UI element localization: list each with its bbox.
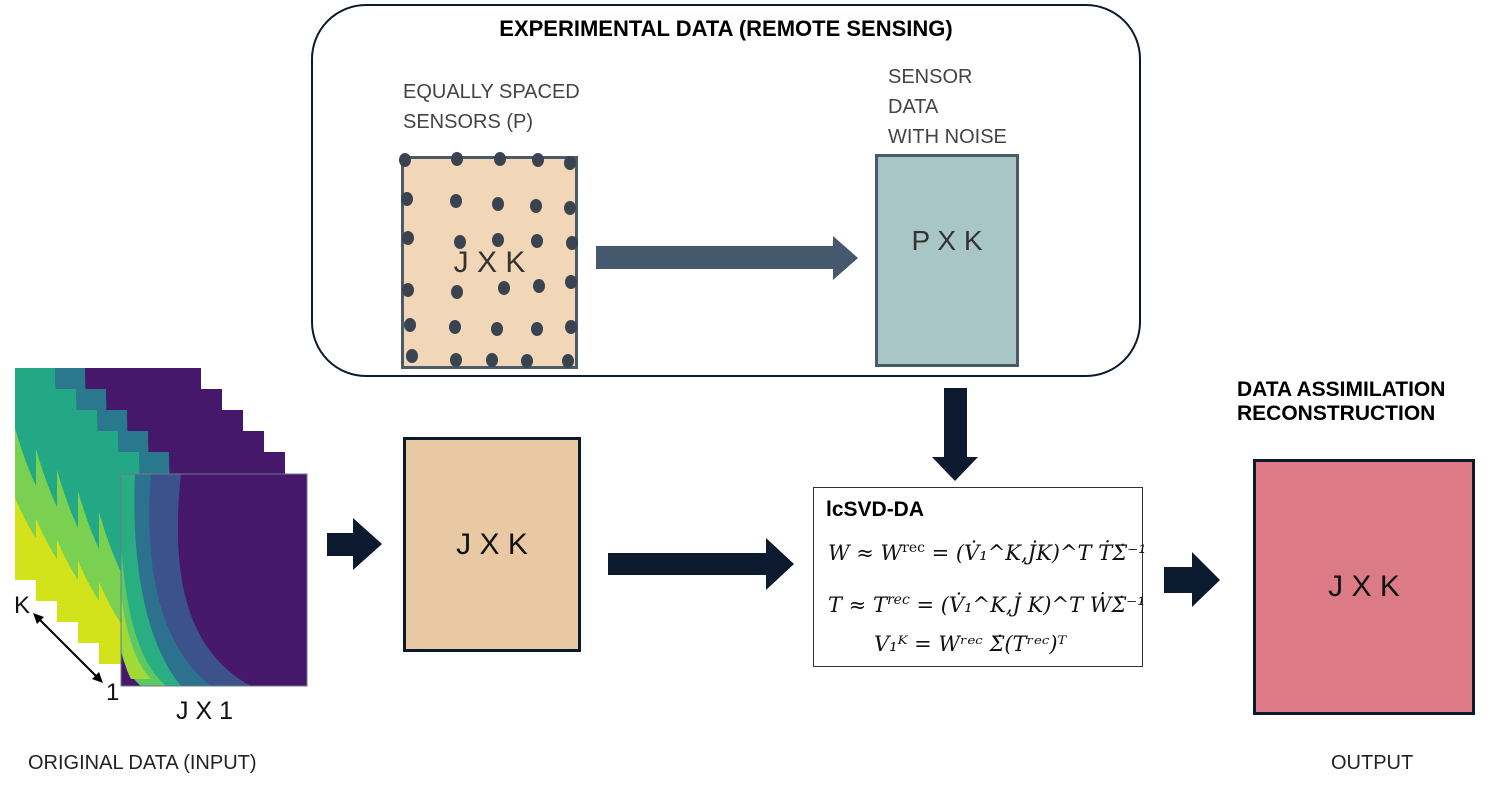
experimental-data-title: EXPERIMENTAL DATA (REMOTE SENSING) [499, 16, 953, 41]
sensor-matrix-label: J X K [453, 245, 526, 279]
sensor-dot [530, 199, 542, 213]
equation-t: T ≈ Trec = (V̇₁^K,J̇ K)^T ẆΣ̇⁻¹ [828, 592, 1146, 617]
sensor-dot [402, 283, 414, 297]
output-title-line2: RECONSTRUCTION [1237, 402, 1436, 425]
eq2-left: T ≈ T [828, 593, 887, 617]
one-label: 1 [106, 679, 120, 706]
sensor-dot [450, 353, 462, 367]
arrow-matrix-to-formula [608, 538, 794, 590]
sensor-dot [531, 322, 543, 336]
sensor-dot [533, 279, 545, 293]
eq1-sup: rec [902, 540, 925, 556]
sensors-label: EQUALLY SPACED SENSORS (P) [403, 77, 580, 137]
output-caption: OUTPUT [1331, 752, 1414, 774]
lcsvd-da-formula-box: lcSVD-DA W ≈ Wrec = (V̇₁^K,J̇K)^T ṪΣ̇⁻¹ … [813, 487, 1147, 667]
sensor-dot [532, 153, 544, 167]
noisy-sensor-matrix: P X K [875, 154, 1019, 367]
original-data-stack [15, 368, 308, 687]
sensor-dot [562, 354, 574, 368]
equation-v: V₁ᴷ = Wʳᵉᶜ Σ̇(Tʳᵉᶜ)ᵀ [874, 632, 1067, 656]
sensor-dot [451, 152, 463, 166]
sensor-dot [564, 201, 576, 215]
sensor-dot [450, 194, 462, 208]
sensor-dot [565, 320, 577, 334]
eq1-right: = (V̇₁^K,J̇K)^T ṪΣ̇⁻¹ [931, 541, 1147, 565]
arrow-formula-to-output [1164, 552, 1220, 607]
experimental-data-panel [311, 4, 1141, 377]
sensor-dot [402, 231, 414, 245]
noise-label-line1: SENSOR [888, 66, 973, 88]
sensor-dot [565, 275, 577, 289]
arrow-input-to-matrix [327, 518, 382, 570]
data-matrix-label: J X K [456, 527, 528, 561]
arrow-noise-to-formula [932, 388, 978, 481]
sensor-dot [566, 236, 578, 250]
output-matrix-label: J X K [1328, 570, 1400, 603]
sensor-dot [531, 234, 543, 248]
noise-label-line2: DATA [888, 96, 939, 118]
k-label: K [14, 592, 31, 619]
sensor-dot [406, 349, 418, 363]
arrow-sensor-to-noise [596, 236, 858, 280]
output-title: DATA ASSIMILATION RECONSTRUCTION [1237, 378, 1445, 426]
sensor-dot [404, 318, 416, 332]
sensor-dot [498, 281, 510, 295]
sensor-dot [486, 353, 498, 367]
formula-title: lcSVD-DA [826, 498, 925, 521]
sensors-label-line1: EQUALLY SPACED [403, 81, 580, 103]
sensor-dot [521, 354, 533, 368]
sensor-grid-matrix: J X K [401, 156, 578, 369]
sensor-dot [401, 192, 413, 206]
sensor-dot [449, 320, 461, 334]
sensor-dot [494, 152, 506, 166]
sensor-dot [564, 156, 576, 170]
sensor-dot [454, 235, 466, 249]
eq2-sup: rec [886, 592, 910, 608]
sensor-dots [399, 152, 578, 368]
output-title-line1: DATA ASSIMILATION [1237, 378, 1446, 401]
sensors-label-line2: SENSORS (P) [403, 111, 534, 133]
data-matrix: J X K [403, 437, 581, 652]
sensor-dot [491, 322, 503, 336]
noise-label-line3: WITH NOISE [888, 126, 1007, 148]
slice-label: J X 1 [176, 697, 233, 725]
sensor-dot [451, 285, 463, 299]
sensor-dot [399, 153, 411, 167]
noise-label: SENSOR DATA WITH NOISE [888, 62, 1007, 152]
sensor-dot [492, 197, 504, 211]
input-caption: ORIGINAL DATA (INPUT) [28, 752, 257, 774]
reconstruction-matrix: J X K [1253, 459, 1475, 715]
equation-w: W ≈ Wrec = (V̇₁^K,J̇K)^T ṪΣ̇⁻¹ [828, 540, 1147, 565]
eq2-right: = (V̇₁^K,J̇ K)^T ẆΣ̇⁻¹ [916, 593, 1146, 617]
eq1-left: W ≈ W [828, 541, 903, 565]
sensor-dot [492, 233, 504, 247]
noise-matrix-label: P X K [911, 224, 983, 256]
